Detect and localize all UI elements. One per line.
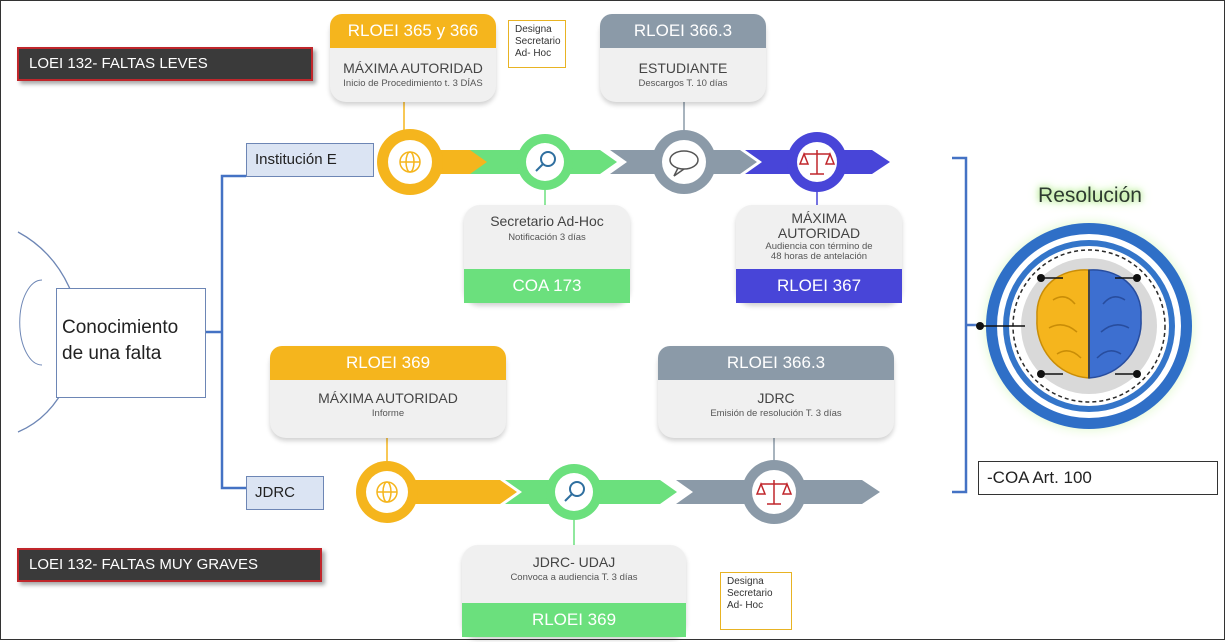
note-designa-top: Designa Secretario Ad- Hoc: [508, 20, 566, 68]
card-title: MÁXIMA AUTORIDAD: [343, 60, 483, 76]
left-arc-inner: [19, 279, 43, 366]
card-subtitle: Convoca a audiencia T. 3 días: [510, 572, 638, 583]
card-secretario-top: Secretario Ad-Hoc Notificación 3 días CO…: [464, 205, 630, 303]
magnifier-icon: [535, 151, 556, 172]
card-head: RLOEI 366.3: [658, 346, 894, 380]
card-maxima-autoridad-top: RLOEI 365 y 366 MÁXIMA AUTORIDAD Inicio …: [330, 14, 496, 102]
main-bracket: [206, 174, 246, 490]
card-title: JDRC- UDAJ: [532, 554, 616, 570]
card-subtitle: Informe: [371, 408, 405, 419]
card-subtitle: Notificación 3 días: [508, 232, 586, 243]
globe-icon: [376, 481, 398, 503]
faltas-muy-graves-label: LOEI 132- FALTAS MUY GRAVES: [17, 548, 322, 582]
card-title: MÁXIMA AUTORIDAD: [318, 390, 458, 406]
card-title: ESTUDIANTE: [638, 60, 728, 76]
card-head: RLOEI 369: [270, 346, 506, 380]
globe-icon: [399, 151, 421, 173]
card-foot: COA 173: [464, 269, 630, 303]
card-title: JDRC: [757, 390, 795, 406]
card-foot: RLOEI 367: [736, 269, 902, 303]
conocimiento-box: [56, 288, 206, 398]
scales-icon: [755, 480, 793, 505]
card-foot: RLOEI 369: [462, 603, 686, 637]
conocimiento-label: Conocimiento de una falta: [62, 317, 179, 364]
brain-emblem: [973, 210, 1205, 442]
faltas-leves-label: LOEI 132- FALTAS LEVES: [17, 47, 313, 81]
jdrc-tag: JDRC: [246, 476, 324, 510]
speech-bubble-icon: [669, 150, 699, 177]
card-subtitle: Audiencia con término de 48 horas de ant…: [765, 241, 873, 262]
card-maxima-autoridad-audiencia: MÁXIMA AUTORIDAD Audiencia con término d…: [736, 205, 902, 303]
card-subtitle: Descargos T. 10 días: [638, 78, 728, 89]
card-estudiante-top: RLOEI 366.3 ESTUDIANTE Descargos T. 10 d…: [600, 14, 766, 102]
card-maxima-autoridad-bottom: RLOEI 369 MÁXIMA AUTORIDAD Informe: [270, 346, 506, 438]
card-head: RLOEI 366.3: [600, 14, 766, 48]
card-jdrc-udaj: JDRC- UDAJ Convoca a audiencia T. 3 días…: [462, 545, 686, 637]
card-title: MÁXIMA AUTORIDAD: [777, 210, 861, 241]
note-designa-bottom: Designa Secretario Ad- Hoc: [720, 572, 792, 630]
card-jdrc-bottom: RLOEI 366.3 JDRC Emisión de resolución T…: [658, 346, 894, 438]
coa-art-box: -COA Art. 100: [978, 461, 1218, 495]
scales-icon: [798, 150, 836, 175]
card-subtitle: Emisión de resolución T. 3 días: [710, 408, 842, 419]
card-title: Secretario Ad-Hoc: [490, 213, 604, 229]
resolucion-title: Resolución: [1038, 184, 1142, 207]
brain-icon: [1036, 269, 1090, 379]
magnifier-icon: [564, 481, 585, 502]
card-head: RLOEI 365 y 366: [330, 14, 496, 48]
card-subtitle: Inicio de Procedimiento t. 3 DÍAS: [343, 78, 483, 89]
institucion-tag: Institución E: [246, 143, 374, 177]
